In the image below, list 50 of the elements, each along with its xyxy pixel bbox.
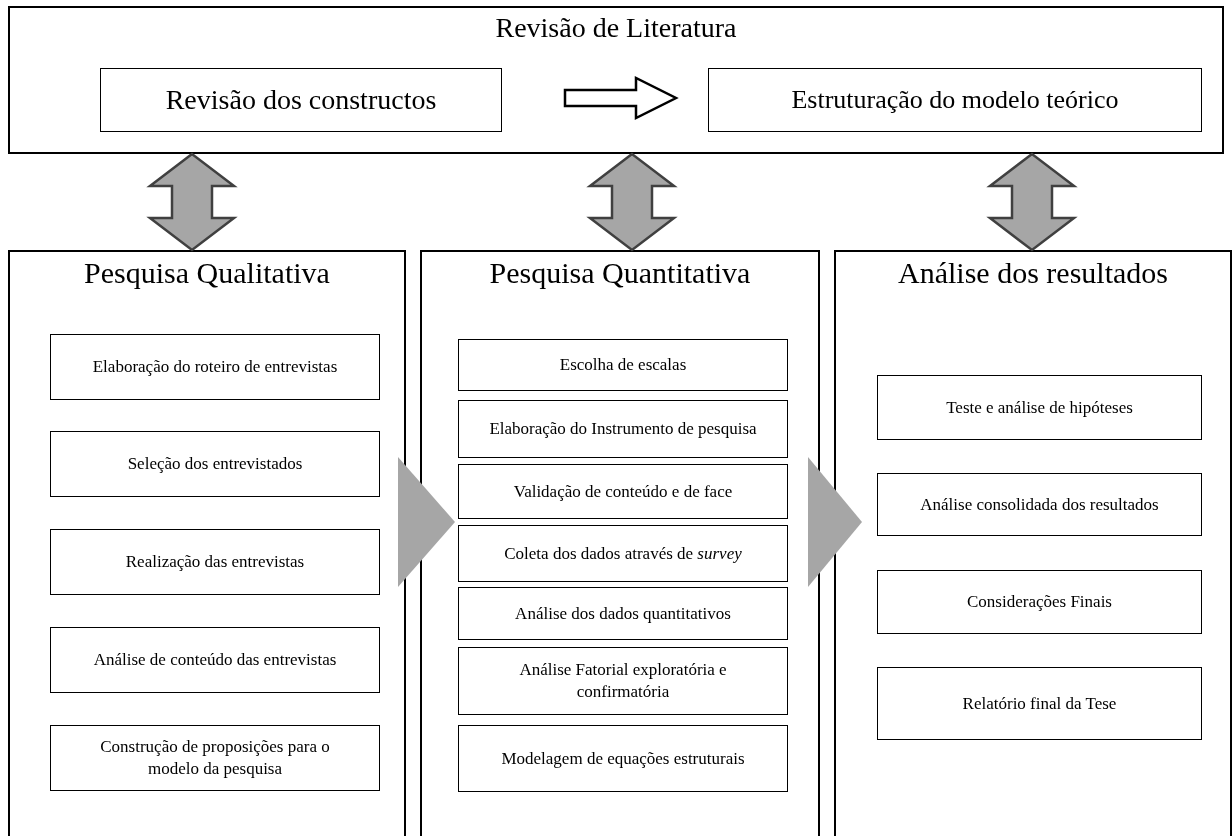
section-heading: Pesquisa Qualitativa [83,256,331,290]
process-box [50,725,380,791]
process-box [50,334,380,400]
process-box [877,667,1202,740]
outline-arrow [563,75,679,121]
process-box [458,400,788,458]
process-box [877,570,1202,634]
process-box [50,529,380,595]
process-box [458,725,788,792]
step-label: Teste e análise de hipóteses [945,396,1134,419]
step-label: Modelagem de equações estruturais [500,747,746,770]
step-label: Construção de proposições para o modelo da pesquisa [99,735,331,780]
process-box [458,587,788,640]
process-box [708,68,1202,132]
step-label: Escolha de escalas [558,353,688,376]
section-heading: Pesquisa Quantitativa [488,256,752,290]
step-label: Validação de conteúdo e de face [512,480,734,503]
process-box [877,375,1202,440]
step-label: Estruturação do modelo teórico [790,84,1120,117]
step-label: Coleta dos dados através de survey [503,542,743,565]
process-box [50,627,380,693]
block-arrow [986,152,1078,252]
section-heading: Revisão de Literatura [494,12,738,44]
block-arrow [146,152,238,252]
step-label: Elaboração do Instrumento de pesquisa [488,417,758,440]
step-label: Relatório final da Tese [961,692,1118,715]
section-panel [420,250,820,836]
block-arrow [398,457,455,587]
step-label: Análise consolidada dos resultados [919,493,1160,516]
step-label: Seleção dos entrevistados [126,452,304,475]
step-label: Análise Fatorial exploratória e confirmatória [518,658,728,703]
process-box [458,339,788,391]
step-label: Elaboração do roteiro de entrevistas [91,355,339,378]
step-label: Análise de conteúdo das entrevistas [92,648,338,671]
section-panel [834,250,1232,836]
section-heading: Análise dos resultados [897,256,1169,290]
block-arrow [586,152,678,252]
process-box [50,431,380,497]
process-box [458,464,788,519]
section-panel [8,6,1224,154]
section-panel [8,250,406,836]
step-label: Análise dos dados quantitativos [514,602,732,625]
process-box [100,68,502,132]
step-label: Considerações Finais [966,590,1113,613]
block-arrow [808,457,862,587]
process-box [458,525,788,582]
step-label: Revisão dos constructos [164,82,438,117]
step-label: Realização das entrevistas [124,550,306,573]
process-box [458,647,788,715]
process-box [877,473,1202,536]
